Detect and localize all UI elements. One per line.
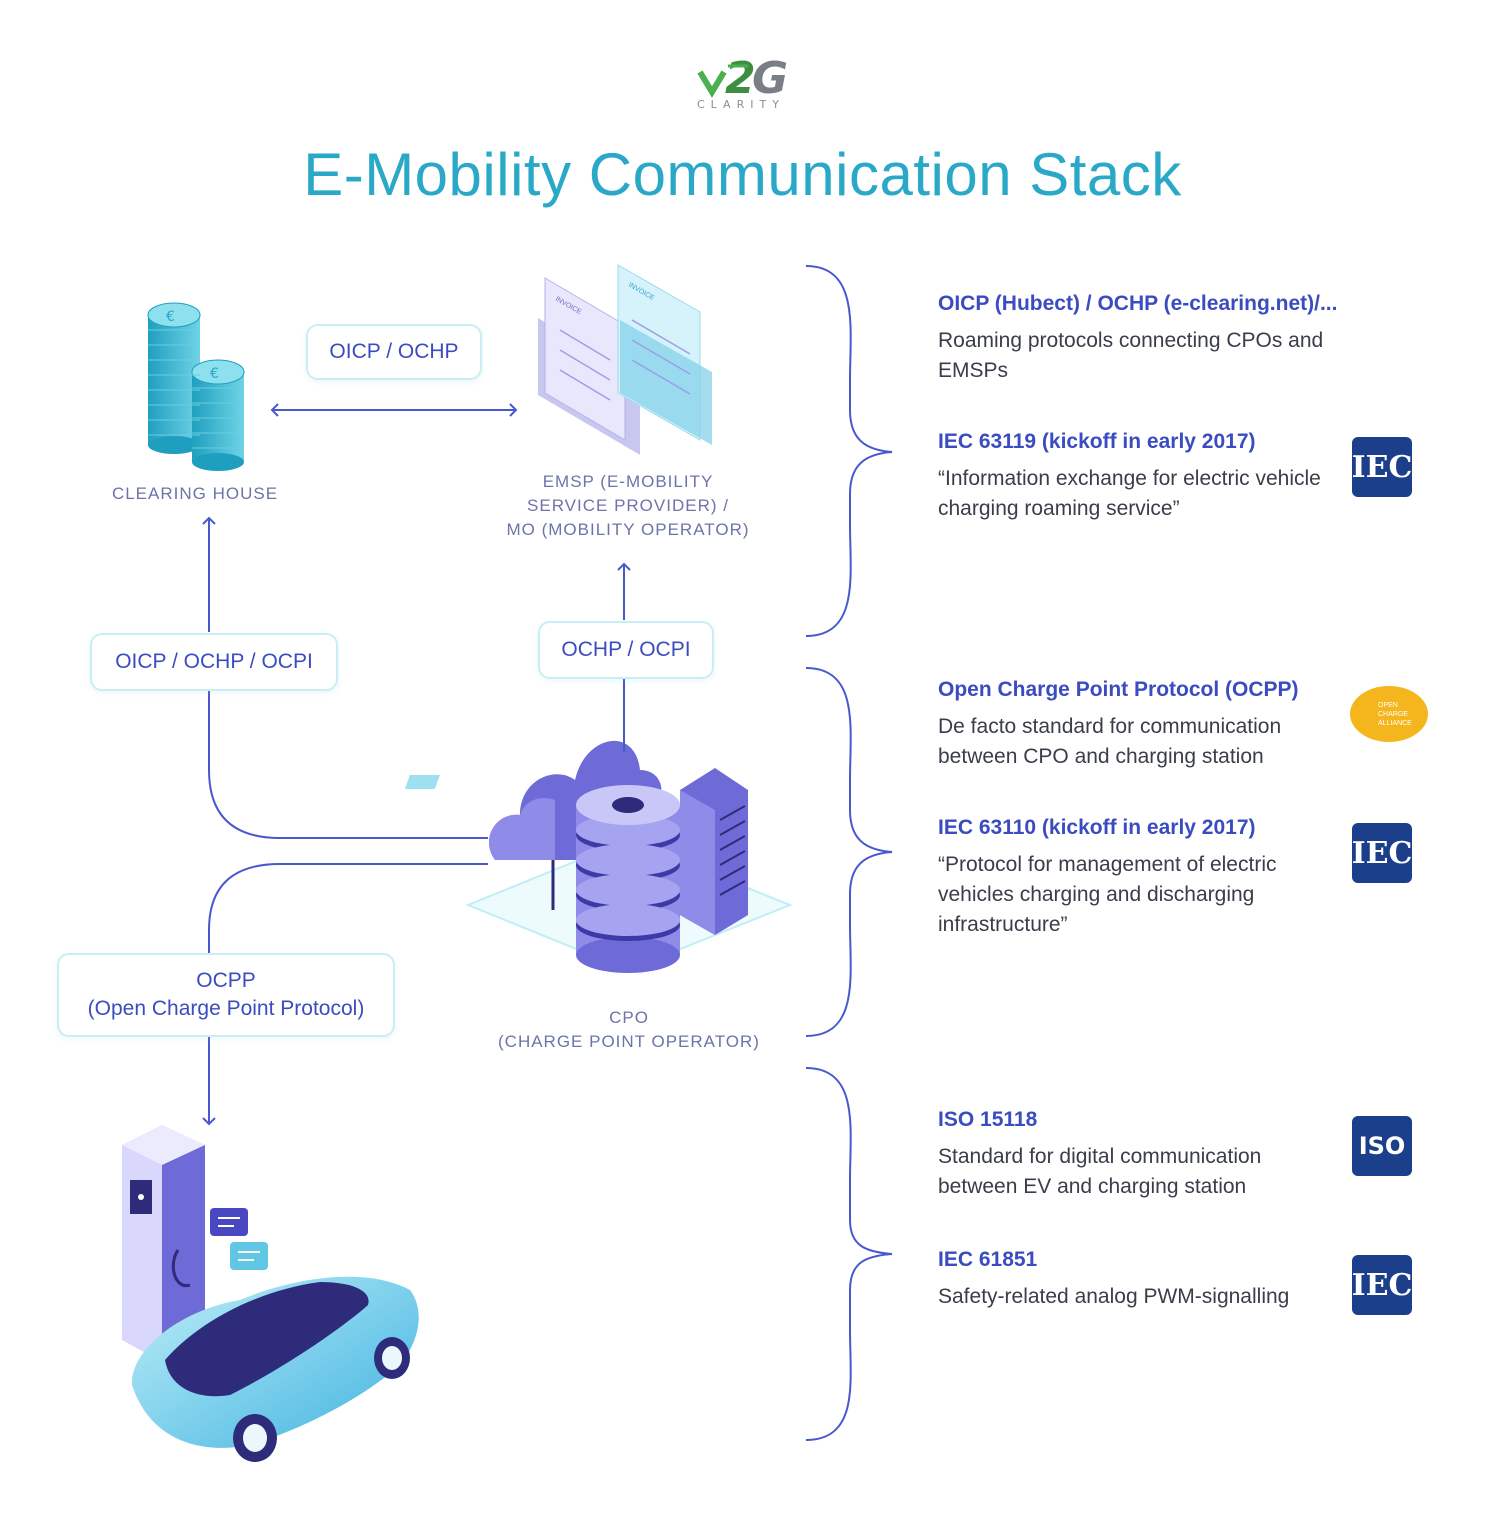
- standard-title-ocpp: Open Charge Point Protocol (OCPP): [938, 678, 1299, 701]
- standard-title-iec61851: IEC 61851: [938, 1248, 1038, 1271]
- line-cpo-to-ocpp: [208, 863, 488, 953]
- connectors: [202, 403, 631, 1126]
- emsp-label-line2: SERVICE PROVIDER) /: [527, 496, 729, 515]
- standard-text-iec61851: Safety-related analog PWM-signalling: [938, 1285, 1290, 1308]
- protocol-pill-oicp-ochp: OICP / OCHP: [306, 324, 482, 380]
- cpo-label-line2: (CHARGE POINT OPERATOR): [498, 1032, 760, 1051]
- logo-subtitle: CLARITY: [697, 98, 785, 111]
- protocol-pill-oicp-ochp-ocpi: OICP / OCHP / OCPI: [90, 633, 338, 691]
- standard-title-iec63110: IEC 63110 (kickoff in early 2017): [938, 816, 1256, 839]
- ev-charging-illustration: [122, 1125, 419, 1462]
- svg-text:€: €: [210, 366, 219, 382]
- clearing-house-label: CLEARING HOUSE: [111, 484, 279, 503]
- protocol-pill-ochp-ocpi: OCHP / OCPI: [538, 621, 714, 679]
- open-charge-alliance-logo-icon: OPEN CHARGE ALLIANCE: [1350, 686, 1428, 742]
- standard-text-iec63119: “Information exchange for electric vehic…: [938, 467, 1321, 520]
- iec-logo-icon: IEC: [1352, 823, 1412, 883]
- brace-roaming: [805, 265, 893, 637]
- ocpp-label: OCPP: [196, 969, 256, 992]
- page-title: E-Mobility Communication Stack: [303, 141, 1182, 208]
- emsp-label: EMSP (E-MOBILITY SERVICE PROVIDER) / MO …: [490, 470, 766, 542]
- standard-text-iso15118: Standard for digital communication betwe…: [938, 1145, 1262, 1198]
- brace-frontend: [805, 1067, 893, 1441]
- cpo-label-line1: CPO: [609, 1008, 649, 1027]
- cpo-illustration: [404, 740, 793, 973]
- emsp-illustration: INVOICE INVOICE: [538, 264, 712, 455]
- cpo-label: CPO (CHARGE POINT OPERATOR): [486, 1006, 772, 1054]
- standard-text-ocpp: De facto standard for communication betw…: [938, 715, 1282, 768]
- standard-text-oicp: Roaming protocols connecting CPOs and EM…: [938, 329, 1324, 382]
- standard-text-iec63110: “Protocol for management of electric veh…: [938, 853, 1277, 936]
- emsp-label-line3: MO (MOBILITY OPERATOR): [506, 520, 750, 539]
- standard-title-oicp: OICP (Hubect) / OCHP (e-clearing.net)/..…: [938, 292, 1338, 315]
- clearing-house-illustration: € €: [147, 302, 245, 471]
- iec-logo-icon: IEC: [1352, 1255, 1412, 1315]
- svg-text:€: €: [166, 309, 175, 325]
- logo: 2 G CLARITY: [697, 53, 788, 111]
- iso-logo-icon: ISO: [1352, 1116, 1412, 1176]
- protocol-pill-ocpp: OCPP (Open Charge Point Protocol): [57, 953, 395, 1037]
- ocpp-full-name: (Open Charge Point Protocol): [87, 997, 365, 1020]
- braces: [805, 265, 893, 1441]
- standard-title-iec63119: IEC 63119 (kickoff in early 2017): [938, 430, 1256, 453]
- emsp-label-line1: EMSP (E-MOBILITY: [542, 472, 714, 491]
- svg-text:G: G: [752, 53, 788, 104]
- iec-logo-icon: IEC: [1352, 437, 1412, 497]
- standard-title-iso15118: ISO 15118: [938, 1108, 1038, 1131]
- svg-text:2: 2: [725, 53, 756, 104]
- line-cpo-to-clearing: [208, 690, 488, 839]
- brace-backend: [805, 667, 893, 1037]
